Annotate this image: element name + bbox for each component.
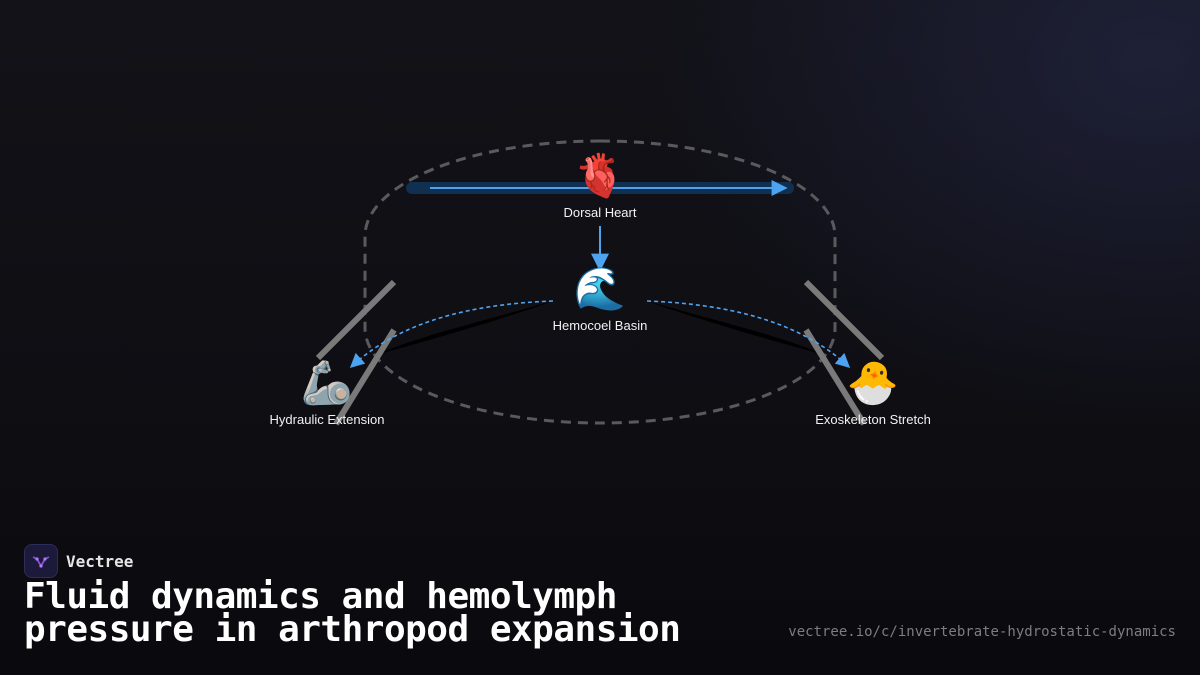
hemocoel-basin-label: Hemocoel Basin: [553, 318, 648, 333]
brand-name: Vectree: [66, 551, 134, 571]
left-lever-upper: [315, 279, 397, 361]
hatching-chick-icon: 🐣: [847, 358, 899, 407]
right-joint-levers: [803, 279, 885, 426]
anatomical-heart-icon: 🫀: [574, 151, 626, 200]
water-wave-icon: 🌊: [574, 264, 626, 313]
circulation-cycle-outline: [363, 139, 837, 425]
node-hydraulic-extension: 🦾 Hydraulic Extension: [270, 358, 385, 427]
right-lever-lower: [803, 328, 867, 426]
vectree-logo-icon: [24, 544, 58, 578]
source-url: vectree.io/c/invertebrate-hydrostatic-dy…: [788, 624, 1176, 640]
basin-to-stretch-arrow: [646, 300, 851, 368]
hydraulic-extension-label: Hydraulic Extension: [270, 412, 385, 427]
node-exoskeleton-stretch: 🐣 Exoskeleton Stretch: [815, 358, 931, 427]
mechanical-arm-icon: 🦾: [301, 358, 353, 407]
exoskeleton-stretch-label: Exoskeleton Stretch: [815, 412, 931, 427]
node-hemocoel-basin: 🌊 Hemocoel Basin: [553, 264, 648, 333]
left-lever-lower: [333, 328, 397, 426]
page-title: Fluid dynamics and hemolymph pressure in…: [24, 576, 681, 650]
left-flow-shadow: [352, 301, 553, 366]
dorsal-heart-label: Dorsal Heart: [564, 205, 637, 220]
right-lever-upper: [803, 279, 885, 361]
brand-header: Vectree: [24, 544, 133, 578]
basin-to-extension-arrow: [349, 300, 554, 368]
node-dorsal-heart: 🫀 Dorsal Heart: [564, 151, 637, 220]
left-joint-levers: [315, 279, 397, 426]
right-flow-shadow: [647, 301, 848, 366]
vectree-logo-mark: [32, 556, 50, 568]
